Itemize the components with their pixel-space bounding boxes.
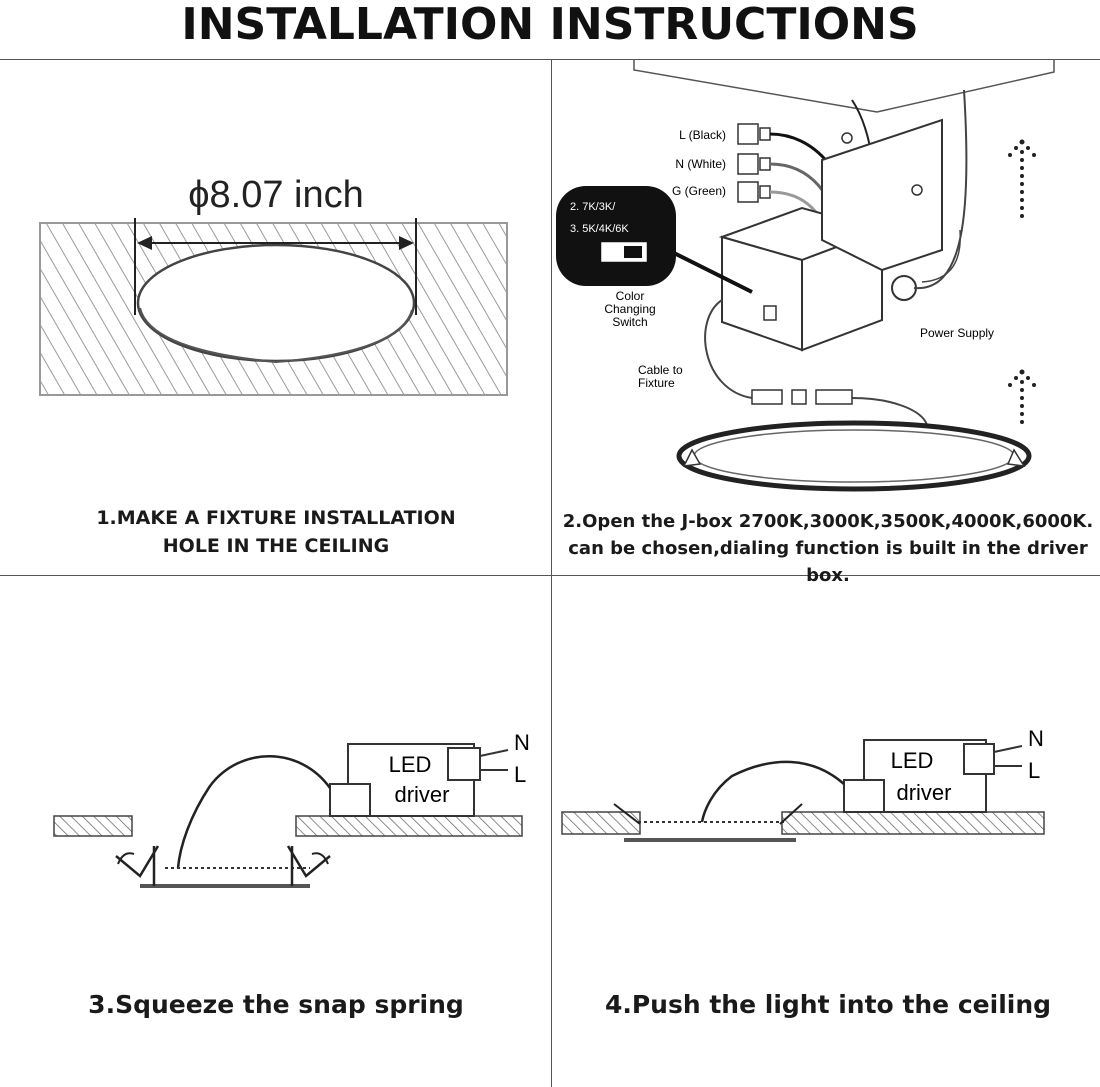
switch-label-line3: Switch (612, 315, 647, 329)
up-arrow-icon (1008, 139, 1036, 218)
step4-l-label: L (1028, 758, 1040, 783)
wire-label-g: G (Green) (672, 184, 726, 198)
step3-driver-label-2: driver (394, 782, 449, 807)
step2-caption: 2.Open the J-box 2700K,3000K,3500K,4000K… (556, 508, 1100, 589)
grid-line-middle (0, 575, 1100, 576)
step4-caption: 4.Push the light into the ceiling (604, 990, 1052, 1019)
step3-l-label: L (514, 762, 526, 787)
cable-label-line1: Cable to (638, 363, 683, 377)
switch-option-1: 2. 7K/3K/ (570, 201, 616, 213)
step1-caption-line1: 1.MAKE A FIXTURE INSTALLATION (96, 507, 456, 529)
step4-driver-label-2: driver (896, 780, 951, 805)
step4-push-diagram: LED driver N L (561, 726, 1045, 842)
step3-caption: 3.Squeeze the snap spring (88, 990, 464, 1019)
grid-line-top (0, 59, 1100, 60)
cable-label-line2: Fixture (638, 376, 675, 390)
wire-label-l: L (Black) (679, 128, 726, 142)
step2-jbox-diagram: L (Black) N (White) G (Green) Power Supp… (556, 60, 1055, 492)
squeeze-arrow-icon (117, 852, 135, 865)
switch-label-line1: Color (616, 289, 645, 303)
step1-caption-line2: HOLE IN THE CEILING (162, 535, 390, 557)
page-title: INSTALLATION INSTRUCTIONS (181, 0, 919, 50)
switch-label-line2: Changing (604, 302, 655, 316)
squeeze-arrow-icon-right (311, 852, 329, 865)
step3-snap-spring-diagram: LED driver N L (53, 730, 530, 888)
up-arrow-icon-lower (1008, 369, 1036, 424)
step3-driver-label-1: LED (389, 752, 432, 777)
step1-dimension-label: ϕ8.07 inch (188, 174, 364, 216)
wire-label-n: N (White) (675, 157, 726, 171)
grid-line-vertical (551, 59, 552, 1087)
step2-caption-line1: 2.Open the J-box 2700K,3000K,3500K,4000K… (562, 511, 1094, 532)
step1-caption: 1.MAKE A FIXTURE INSTALLATION HOLE IN TH… (0, 504, 552, 560)
step4-driver-label-1: LED (891, 748, 934, 773)
step2-caption-line2: can be chosen,dialing function is built … (568, 538, 1088, 586)
power-supply-label: Power Supply (920, 326, 994, 340)
step4-n-label: N (1028, 726, 1044, 751)
switch-option-2: 3. 5K/4K/6K (570, 223, 629, 235)
wire-connectors (737, 123, 771, 203)
step3-n-label: N (514, 730, 530, 755)
step1-hole-diagram: ϕ8.07 inch (39, 174, 508, 396)
